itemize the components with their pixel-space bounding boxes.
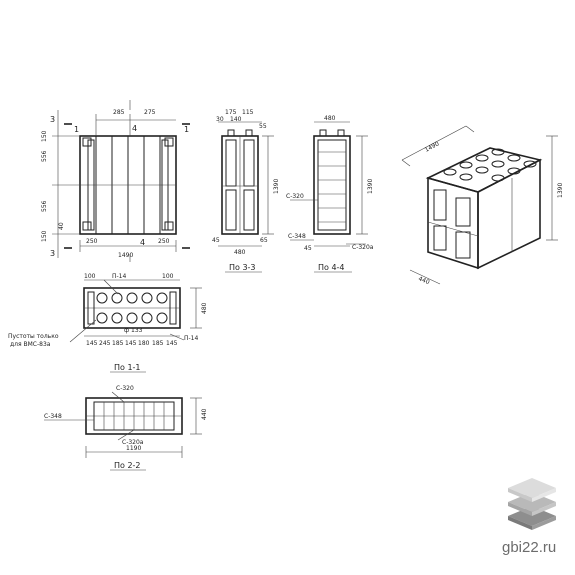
section-marker-4-bottom: 4	[140, 238, 145, 247]
section-marker-3-top: 3	[50, 115, 55, 124]
s33-dim-1390: 1390	[273, 179, 280, 194]
s33-dim-55: 55	[259, 123, 267, 130]
s33-dim-45: 45	[212, 237, 220, 244]
iso-dim-440: 440	[417, 275, 430, 286]
section-marker-1-left: 1	[74, 125, 79, 134]
s11-note-line-2: для ВМС-83а	[10, 341, 51, 348]
top-dim-556-lower: 556	[41, 200, 48, 212]
s44-label-c320a: С-320а	[352, 244, 374, 251]
section-1-1-caption: По 1-1	[114, 363, 141, 372]
top-dim-250-right: 250	[158, 238, 170, 245]
section-marker-1-right: 1	[184, 125, 189, 134]
s44-dim-45: 45	[304, 245, 312, 252]
s33-dim-140: 140	[230, 116, 242, 123]
s22-label-c320a: С-320а	[122, 439, 144, 446]
watermark-site: gbi22.ru	[502, 539, 556, 556]
s11-label-p14-bottom: П-14	[184, 335, 198, 342]
section-2-2-caption: По 2-2	[114, 461, 141, 470]
s11-bottom-dim-2: 245	[99, 340, 111, 347]
top-dim-150-lower: 150	[41, 230, 48, 242]
section-3-3-caption: По 3-3	[229, 263, 256, 272]
section-marker-4-top: 4	[132, 124, 137, 133]
s11-bottom-dim-1: 145	[86, 340, 98, 347]
s11-label-diameter: ф 133	[124, 327, 143, 334]
s11-dim-100-right: 100	[162, 273, 174, 280]
s11-dim-100-left: 100	[84, 273, 96, 280]
top-dim-250-left: 250	[86, 238, 98, 245]
top-dim-150-upper: 150	[41, 130, 48, 142]
section-3-3: 175 115 140 30 1390 45 480 65 55 По 3-3	[212, 109, 280, 273]
s44-dim-1390: 1390	[367, 179, 374, 194]
s33-dim-115: 115	[242, 109, 254, 116]
top-dim-1490: 1490	[118, 252, 133, 259]
s44-label-c348: С-348	[288, 233, 306, 240]
s44-dim-480: 480	[324, 115, 336, 122]
s33-dim-480: 480	[234, 249, 246, 256]
section-marker-3-bottom: 3	[50, 249, 55, 258]
isometric-view: 1490 1390 440	[401, 125, 564, 286]
top-dim-275: 275	[144, 109, 156, 116]
top-dim-556-upper: 556	[41, 150, 48, 162]
s11-bottom-dim-6: 185	[152, 340, 164, 347]
section-4-4: 480 1390 С-320 С-348 С-320а 45 По 4-4	[286, 115, 374, 273]
s11-label-p14-top: П-14	[112, 273, 126, 280]
s22-label-c320: С-320	[116, 385, 134, 392]
s11-bottom-dim-4: 145	[125, 340, 137, 347]
section-4-4-caption: По 4-4	[318, 263, 345, 272]
s22-dim-1190: 1190	[126, 445, 141, 452]
section-4-4-outline	[313, 135, 351, 235]
s11-bottom-dim-5: 180	[138, 340, 150, 347]
s44-label-c320: С-320	[286, 193, 304, 200]
s22-dim-440: 440	[201, 408, 208, 420]
watermark: gbi22.ru	[502, 478, 556, 556]
s11-bottom-dim-3: 185	[112, 340, 124, 347]
iso-dim-1490: 1490	[424, 140, 441, 153]
s22-label-c348: С-348	[44, 413, 62, 420]
stacked-blocks-logo-icon	[508, 478, 556, 530]
s33-dim-30: 30	[216, 116, 224, 123]
top-view: 285 275 1490 250 250 4 4 556 556 150 150…	[41, 100, 190, 262]
section-1-1: 100 П-14 480 100 П-14 ф 133 145 245 185 …	[8, 273, 208, 373]
s33-dim-175: 175	[225, 109, 237, 116]
iso-side-face	[477, 158, 541, 270]
top-dim-40: 40	[58, 222, 65, 230]
top-dim-285: 285	[113, 109, 125, 116]
section-2-2: С-320 С-348 С-320а 440 1190 По 2-2	[44, 385, 208, 471]
iso-dim-1390: 1390	[557, 183, 564, 198]
s33-dim-65: 65	[260, 237, 268, 244]
s11-dim-480: 480	[201, 302, 208, 314]
s11-note-line-1: Пустоты только	[8, 333, 59, 340]
s11-bottom-dim-7: 145	[166, 340, 178, 347]
